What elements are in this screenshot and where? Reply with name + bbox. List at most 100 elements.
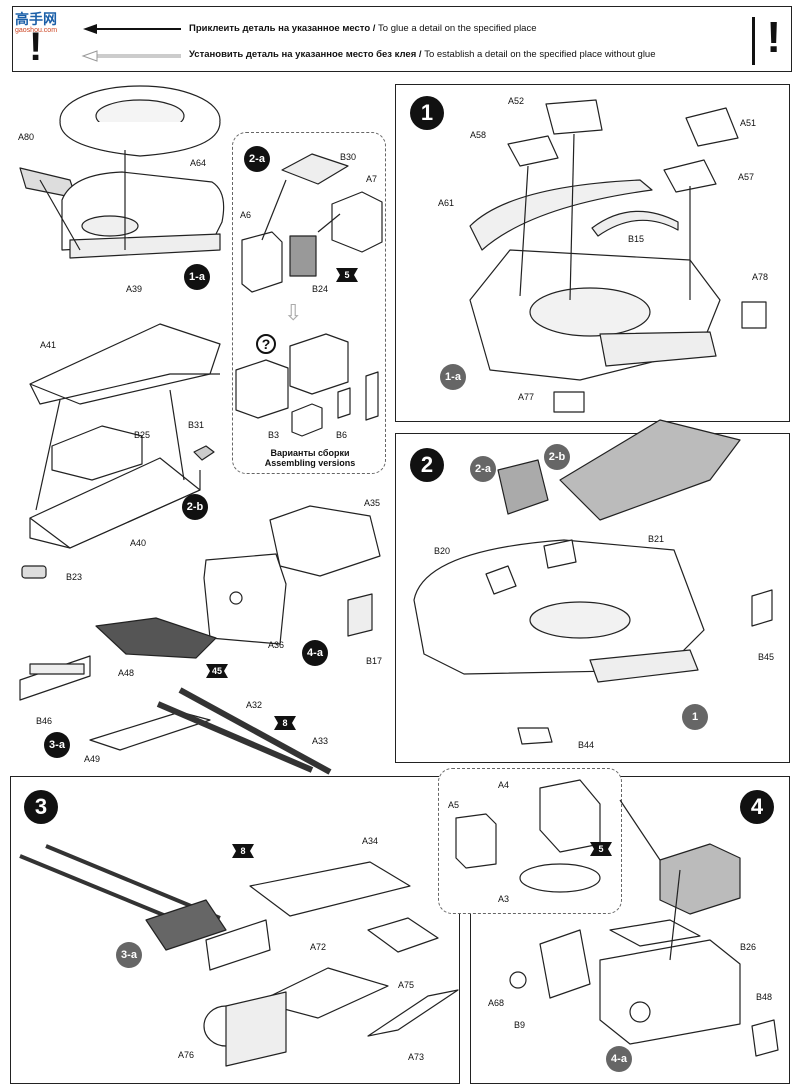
label-a49: A49 — [84, 754, 101, 764]
label-a58: A58 — [470, 130, 487, 140]
part-a32-drawing — [156, 701, 314, 773]
label-a51: A51 — [740, 118, 757, 128]
step-4-badge: 4 — [740, 790, 774, 824]
label-b6: B6 — [336, 430, 348, 440]
label-a78: A78 — [752, 272, 769, 282]
part-a5-drawing — [455, 813, 497, 869]
step3-ref-3a-badge: 3-a — [116, 942, 142, 968]
part-count-star-5-a: 5 — [336, 268, 358, 282]
label-b3: B3 — [268, 430, 280, 440]
part-a52-drawing — [545, 99, 603, 135]
label-a5: A5 — [448, 800, 460, 810]
part-b26-drawing — [609, 919, 701, 947]
subassembly-2a-badge: 2-a — [244, 146, 270, 172]
part-a78-drawing — [741, 301, 767, 329]
label-b46: B46 — [36, 716, 53, 726]
part-a49-drawing — [89, 711, 211, 751]
label-a76: A76 — [178, 1050, 195, 1060]
label-b45: B45 — [758, 652, 775, 662]
step3-tracks-drawing — [19, 844, 271, 971]
part-count-star-5-b: 5 — [590, 842, 612, 856]
label-a52: A52 — [508, 96, 525, 106]
step4-ref-4a-badge: 4-a — [606, 1046, 632, 1072]
part-b30-drawing — [281, 153, 349, 185]
part-count-star-45: 45 — [206, 664, 228, 678]
label-a80: A80 — [18, 132, 35, 142]
subassembly-4a-badge: 4-a — [302, 640, 328, 666]
glue-arrow-icon — [83, 24, 97, 34]
label-b48: B48 — [756, 992, 773, 1002]
label-a57: A57 — [738, 172, 755, 182]
label-a41: A41 — [40, 340, 57, 350]
label-a39: A39 — [126, 284, 143, 294]
label-a6: A6 — [240, 210, 252, 220]
version-left-drawing — [235, 359, 289, 419]
label-a48: A48 — [118, 668, 135, 678]
part-a3-drawing — [519, 863, 601, 893]
label-a34: A34 — [362, 836, 379, 846]
part-a72-drawing — [257, 967, 389, 1019]
part-a68-drawing — [509, 971, 527, 989]
part-b46-drawing — [19, 655, 91, 701]
part-b7-drawing — [365, 371, 379, 421]
label-a40: A40 — [130, 538, 147, 548]
label-a32: A32 — [246, 700, 263, 710]
label-a77: A77 — [518, 392, 535, 402]
label-a75: A75 — [398, 980, 415, 990]
label-b15: B15 — [628, 234, 645, 244]
step-2-badge: 2 — [410, 448, 444, 482]
label-b24: B24 — [312, 284, 329, 294]
versions-en: Assembling versions — [264, 458, 356, 468]
legend-glue-row: Приклеить деталь на указанное место / To… — [189, 23, 537, 34]
label-a61: A61 — [438, 198, 455, 208]
label-b31: B31 — [188, 420, 205, 430]
part-a51-drawing — [685, 107, 739, 147]
part-a35-drawing — [269, 505, 381, 577]
watermark-sub: gaoshou.com — [15, 27, 58, 34]
part-a57-drawing — [663, 159, 717, 193]
label-b44: B44 — [578, 740, 595, 750]
label-a35: A35 — [364, 498, 381, 508]
step-3-badge: 3 — [24, 790, 58, 824]
step2-ref-2a-badge: 2-a — [470, 456, 496, 482]
step1-hull-drawing — [469, 249, 721, 381]
part-b6-drawing — [337, 387, 351, 419]
label-a36: A36 — [268, 640, 285, 650]
part-b48-drawing — [751, 1019, 779, 1057]
part-count-star-8-b: 8 — [232, 844, 254, 858]
part-b23-drawing — [21, 565, 47, 579]
label-a33: A33 — [312, 736, 329, 746]
warning-bar-icon — [752, 17, 755, 65]
part-a75-drawing — [367, 917, 439, 953]
part-a34-drawing — [249, 861, 411, 917]
label-a68: A68 — [488, 998, 505, 1008]
assembling-versions-caption: Варианты сборки Assembling versions — [250, 448, 370, 468]
part-b3-drawing — [291, 403, 323, 437]
alternative-arrow-icon: ⇩ — [284, 300, 303, 325]
part-b31-drawing — [193, 445, 215, 461]
watermark-logo: 高手网 gaoshou.com — [15, 9, 57, 34]
part-a61-drawing — [469, 179, 653, 251]
versions-ru: Варианты сборки — [270, 448, 350, 458]
part-count-star-8-a: 8 — [274, 716, 296, 730]
warning-icon: ! — [766, 13, 781, 62]
legend-glue-ru: Приклеить деталь на указанное место / — [189, 23, 376, 34]
label-a72: A72 — [310, 942, 327, 952]
legend-exclamation-left: ! — [29, 25, 43, 69]
step2-ref-1-badge: 1 — [682, 704, 708, 730]
part-2a-drawing — [497, 459, 549, 515]
label-a7: A7 — [366, 174, 378, 184]
part-a41-drawing — [29, 323, 221, 405]
subassembly-1a-badge: 1-a — [184, 264, 210, 290]
label-b25: B25 — [134, 430, 151, 440]
label-b26: B26 — [740, 942, 757, 952]
part-b17-drawing — [347, 593, 373, 637]
part-b9-drawing — [539, 929, 591, 999]
part-a76-drawing — [203, 991, 287, 1067]
part-a48-drawing — [95, 617, 217, 659]
part-a40-drawing — [29, 457, 201, 549]
part-b15-drawing — [591, 210, 679, 237]
part-2b-drawing — [559, 419, 741, 521]
label-a64: A64 — [190, 158, 207, 168]
